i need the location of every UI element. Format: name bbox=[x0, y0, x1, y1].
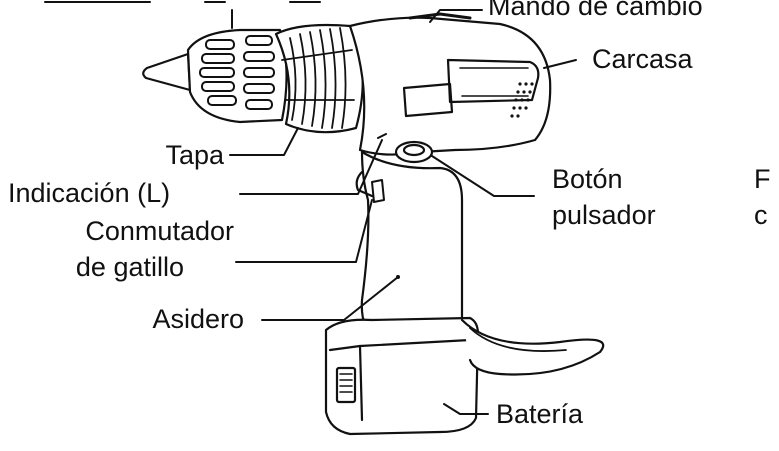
clutch-ring bbox=[274, 23, 364, 134]
shift-knob bbox=[408, 12, 472, 20]
label-mando-de-cambio: Mando de cambio bbox=[488, 0, 703, 21]
label-cutoff-f: F bbox=[754, 164, 771, 194]
side-panel bbox=[446, 58, 540, 104]
push-button-top bbox=[402, 143, 426, 157]
label-indicacion: Indicación (L) bbox=[8, 178, 171, 208]
label-cutoff-c: c bbox=[754, 200, 768, 230]
label-asidero: Asidero bbox=[152, 304, 244, 334]
leader-mando bbox=[429, 9, 483, 23]
leader-conmutador bbox=[235, 199, 373, 263]
leader-indicacion bbox=[239, 139, 383, 195]
leader-tapa bbox=[229, 127, 299, 156]
trigger-guard bbox=[355, 170, 374, 198]
battery-ribs bbox=[339, 373, 353, 393]
leader-bateria bbox=[443, 403, 489, 415]
chuck-tip bbox=[142, 52, 192, 92]
leader-carcasa bbox=[543, 59, 577, 69]
wrist-strap-inner bbox=[469, 327, 567, 352]
leader-lines bbox=[229, 9, 577, 415]
leader-asidero bbox=[261, 276, 399, 321]
direction-indicator bbox=[377, 133, 387, 139]
label-boton-line1: Botón bbox=[552, 164, 623, 194]
leader-boton bbox=[431, 155, 535, 197]
vent-dots bbox=[510, 82, 534, 118]
battery-pack bbox=[324, 316, 480, 436]
clutch-ring-ribs bbox=[281, 27, 355, 129]
chuck-grip-ribs bbox=[199, 35, 275, 110]
label-tapa: Tapa bbox=[165, 140, 224, 170]
label-plate bbox=[402, 82, 454, 118]
label-conmutador-line1: Conmutador bbox=[85, 216, 234, 246]
label-conmutador-line2: de gatillo bbox=[75, 252, 184, 282]
wrist-strap bbox=[460, 318, 605, 376]
trigger-switch bbox=[371, 179, 385, 203]
battery-release bbox=[335, 366, 357, 404]
battery-top-edge bbox=[358, 338, 472, 348]
label-bateria: Batería bbox=[496, 399, 584, 429]
label-boton-line2: pulsador bbox=[552, 200, 656, 230]
label-carcasa: Carcasa bbox=[592, 44, 693, 74]
